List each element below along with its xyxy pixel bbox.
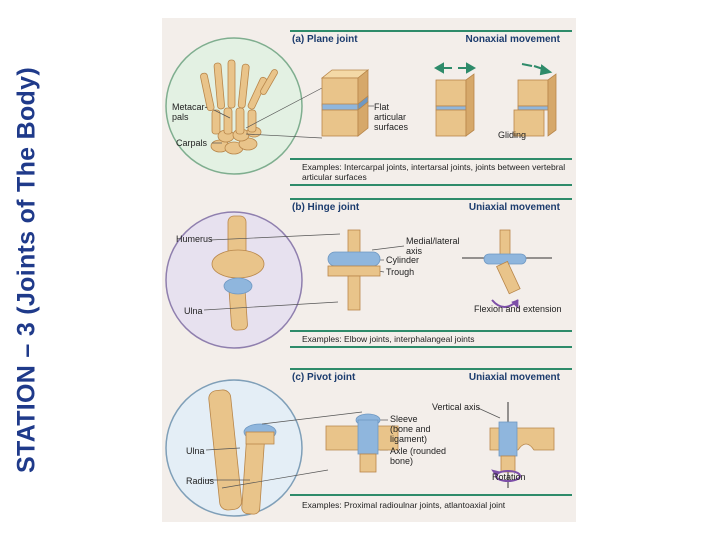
plane-heading: (a) Plane joint <box>292 34 358 45</box>
hinge-cylinder <box>327 229 381 311</box>
radius-label: Radius <box>186 476 215 486</box>
plane-examples: Examples: Intercarpal joints, intertarsa… <box>302 162 566 182</box>
sleeve-label: Sleeve (bone and ligament) <box>390 414 431 444</box>
plane-header-rule <box>290 30 572 32</box>
axle-label: Axle (rounded bone) <box>390 446 447 466</box>
pivot-header-rule <box>290 368 572 370</box>
pivot-examples-rule <box>290 494 572 496</box>
hinge-examples-rule <box>290 330 572 332</box>
hinge-ulna-label: Ulna <box>184 306 203 316</box>
hinge-header-rule <box>290 198 572 200</box>
joints-figure: (a) Plane joint Nonaxial movement Metaca… <box>162 18 576 522</box>
slide-title-container: STATION – 3 (Joints of The Body) <box>0 0 54 540</box>
plane-bottom-rule <box>290 184 572 186</box>
pivot-examples: Examples: Proximal radioulnar joints, at… <box>302 500 506 510</box>
pivot-ulna-label: Ulna <box>186 446 205 456</box>
cylinder-label: Cylinder <box>386 255 420 265</box>
carpals-label: Carpals <box>176 138 208 148</box>
plane-blocks <box>320 69 370 137</box>
flat-surfaces-label: Flat articular surfaces <box>374 102 409 132</box>
vertical-axis-label: Vertical axis <box>432 402 481 412</box>
rotation-label: Rotation <box>492 472 526 482</box>
hinge-heading: (b) Hinge joint <box>292 202 360 213</box>
hinge-movement: Uniaxial movement <box>468 202 560 213</box>
plane-examples-rule <box>290 158 572 160</box>
plane-movement: Nonaxial movement <box>465 34 560 45</box>
slide-title: STATION – 3 (Joints of The Body) <box>12 67 41 473</box>
elbow-bones-drawing <box>211 215 265 331</box>
trough-label: Trough <box>386 267 415 277</box>
pivot-heading: (c) Pivot joint <box>292 372 356 383</box>
hinge-bottom-rule <box>290 346 572 348</box>
hand-bones-drawing <box>200 59 278 155</box>
metacarpals-label: Metacar- pals <box>172 102 208 122</box>
flexion-label: Flexion and extension <box>474 304 562 314</box>
joints-illustration <box>165 37 557 517</box>
pivot-rotation <box>489 402 555 488</box>
axis-label: Medial/lateral axis <box>406 236 460 256</box>
humerus-label: Humerus <box>176 234 213 244</box>
hinge-examples: Examples: Elbow joints, interphalangeal … <box>302 334 475 344</box>
gliding-arrows <box>433 62 553 76</box>
gliding-label: Gliding <box>498 130 527 140</box>
pivot-sleeve <box>325 413 399 473</box>
gliding-blocks <box>435 73 557 137</box>
flexion-drawing <box>462 229 552 309</box>
pivot-movement: Uniaxial movement <box>468 372 560 383</box>
